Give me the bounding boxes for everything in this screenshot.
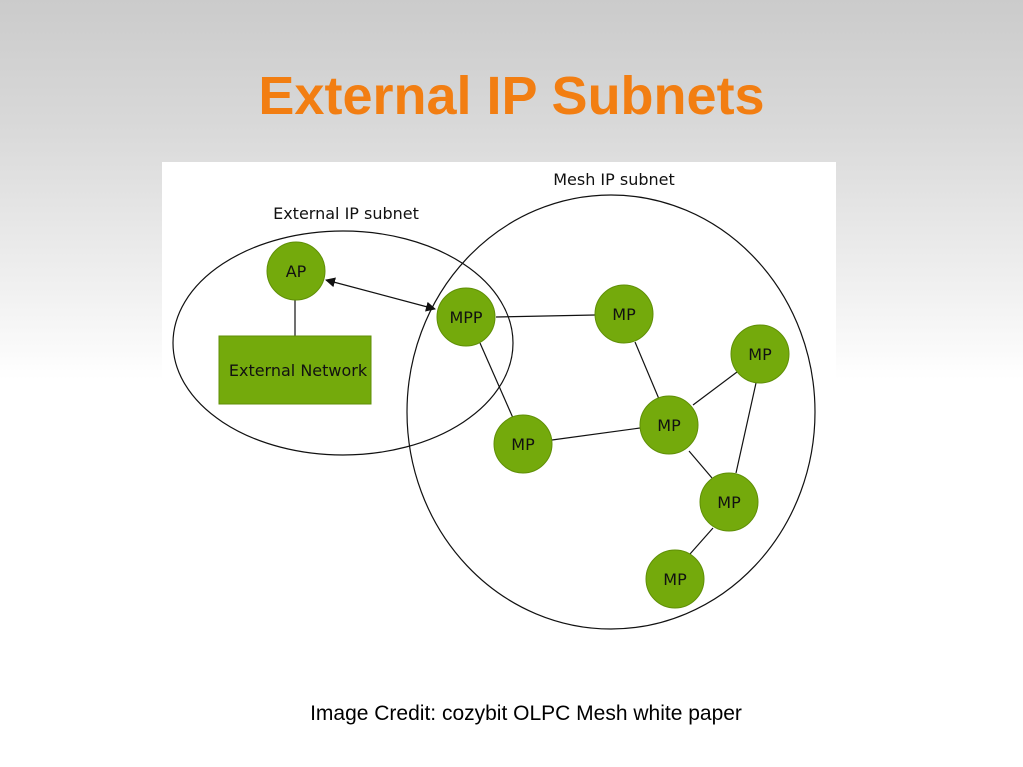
mp-top-node [594, 284, 654, 344]
edge-mp-lower-right-mp-bottom [689, 527, 714, 555]
mesh-subnet-boundary [406, 194, 816, 630]
edge-ap-mpp [325, 277, 436, 312]
mp-top-node-label: MP [612, 305, 636, 324]
edge-mp-right-mp-lower-right [735, 382, 757, 474]
ap-node [266, 241, 326, 301]
mp-lower-right-node-label: MP [717, 493, 741, 512]
external-subnet-label: External IP subnet [273, 204, 419, 223]
edge-mp-center-mp-lower-right [688, 450, 713, 479]
mp-left-node [493, 414, 553, 474]
diagram-canvas: Mesh IP subnet External IP subnet Extern… [172, 170, 816, 630]
external-network-label: External Network [229, 361, 368, 380]
external-subnet-boundary [172, 230, 514, 456]
mp-bottom-node [645, 549, 705, 609]
mpp-node [436, 287, 496, 347]
external-network-node [218, 335, 372, 405]
mpp-node-label: MPP [449, 308, 482, 327]
mp-bottom-node-label: MP [663, 570, 687, 589]
edge-mp-center-mp-right [692, 371, 738, 406]
slide-title: External IP Subnets [258, 66, 765, 126]
mp-right-node-label: MP [748, 345, 772, 364]
mp-left-node-label: MP [511, 435, 535, 454]
mesh-network-diagram: Mesh IP subnet External IP subnet Extern… [162, 162, 836, 637]
edge-mpp-mp-left [479, 342, 514, 419]
edge-mp-left-mp-center [551, 427, 641, 441]
ap-node-label: AP [286, 262, 307, 281]
edge-mpp-mp-top [495, 314, 596, 318]
image-credit-caption: Image Credit: cozybit OLPC Mesh white pa… [310, 702, 742, 725]
mesh-subnet-label: Mesh IP subnet [553, 170, 675, 189]
edge-mp-top-mp-center [634, 341, 660, 400]
mp-center-node [639, 395, 699, 455]
mp-center-node-label: MP [657, 416, 681, 435]
mp-lower-right-node [699, 472, 759, 532]
mp-right-node [730, 324, 790, 384]
